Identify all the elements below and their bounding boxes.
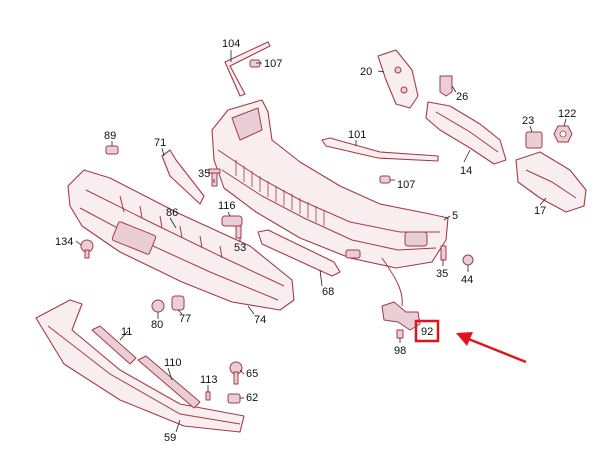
callout-44[interactable]: 44 (461, 274, 473, 286)
part-68-moulding (257, 229, 341, 277)
part-14-reinforcement (425, 101, 507, 165)
callout-17[interactable]: 17 (534, 205, 546, 217)
part-62-cap (227, 393, 241, 404)
part-101-trim-strip (321, 137, 439, 162)
part-92-bracket (381, 257, 421, 331)
part-65-bolt (229, 361, 243, 385)
callout-104[interactable]: 104 (222, 38, 240, 50)
callout-107-lower[interactable]: 107 (397, 179, 415, 191)
callout-35[interactable]: 35 (198, 168, 210, 180)
part-113-clip (205, 391, 211, 401)
callout-89[interactable]: 89 (104, 130, 116, 142)
part-107-clip-lower (379, 175, 391, 184)
part-110-grille (137, 355, 201, 409)
part-59-spoiler (35, 299, 245, 433)
part-5-front-bumper (211, 99, 449, 269)
part-35-bolt (208, 168, 221, 187)
callout-113[interactable]: 113 (200, 374, 218, 386)
callout-59[interactable]: 59 (164, 432, 176, 444)
part-20-bracket (377, 49, 419, 109)
part-122-nut (553, 125, 573, 143)
part-53-bolt (235, 225, 242, 239)
part-80-cap (151, 299, 165, 313)
callout-5[interactable]: 5 (452, 210, 458, 222)
callout-35-lower[interactable]: 35 (436, 268, 448, 280)
part-71-side-strip (161, 149, 205, 205)
callout-107[interactable]: 107 (264, 58, 282, 70)
callout-80[interactable]: 80 (151, 319, 163, 331)
part-116-insert (221, 215, 243, 227)
part-11-grille (91, 325, 137, 365)
part-77-sleeve (171, 295, 185, 311)
callout-92[interactable]: 92 (421, 326, 433, 338)
callout-74[interactable]: 74 (254, 314, 266, 326)
callout-134[interactable]: 134 (55, 236, 73, 248)
callout-77[interactable]: 77 (179, 313, 191, 325)
callout-23[interactable]: 23 (522, 115, 534, 127)
callout-101[interactable]: 101 (348, 129, 366, 141)
callout-122[interactable]: 122 (558, 108, 576, 120)
part-107-clip (249, 59, 261, 68)
part-74-bumper-unit (67, 169, 295, 311)
callout-26[interactable]: 26 (456, 91, 468, 103)
callout-71[interactable]: 71 (154, 137, 166, 149)
highlight-box-92[interactable]: 92 (414, 319, 440, 343)
part-26-bracket (439, 75, 453, 97)
callout-86[interactable]: 86 (166, 207, 178, 219)
part-98-screw (396, 329, 404, 339)
callout-65[interactable]: 65 (246, 368, 258, 380)
part-35-bolt-lower (440, 245, 447, 261)
red-arrow-icon (456, 332, 527, 364)
part-23-bracket (525, 131, 543, 149)
part-17-bracket (515, 151, 587, 213)
callout-62[interactable]: 62 (246, 392, 258, 404)
part-89-clip (105, 145, 119, 155)
leader-lines (75, 50, 567, 433)
callout-116[interactable]: 116 (218, 200, 236, 212)
callout-53[interactable]: 53 (234, 242, 246, 254)
callout-20[interactable]: 20 (360, 66, 372, 78)
part-44-clip (462, 254, 474, 266)
part-104-trim-strip (224, 41, 271, 97)
callout-14[interactable]: 14 (460, 165, 472, 177)
callout-110[interactable]: 110 (164, 357, 182, 369)
callout-11[interactable]: 11 (121, 326, 132, 338)
callout-98[interactable]: 98 (394, 345, 406, 357)
callout-68[interactable]: 68 (322, 286, 334, 298)
part-134-bolt (80, 239, 94, 259)
